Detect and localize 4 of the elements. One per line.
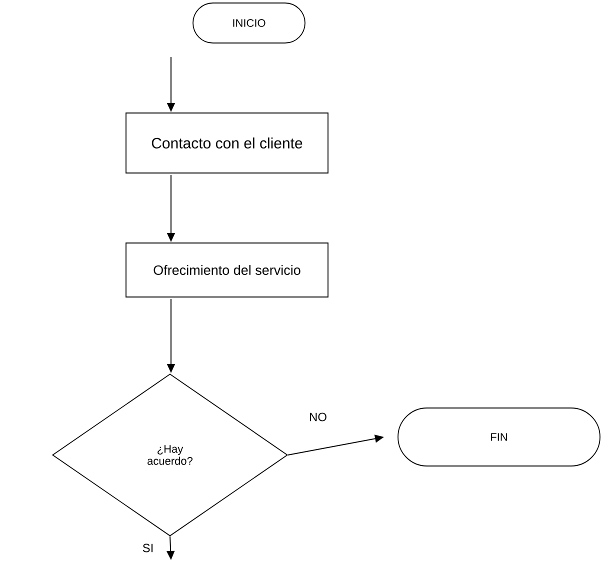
edge-label: NO [308,412,328,422]
process-box: Ofrecimiento del servicio [126,242,328,298]
process-box: Contacto con el cliente [126,112,328,174]
edge-label: SI [141,542,155,554]
